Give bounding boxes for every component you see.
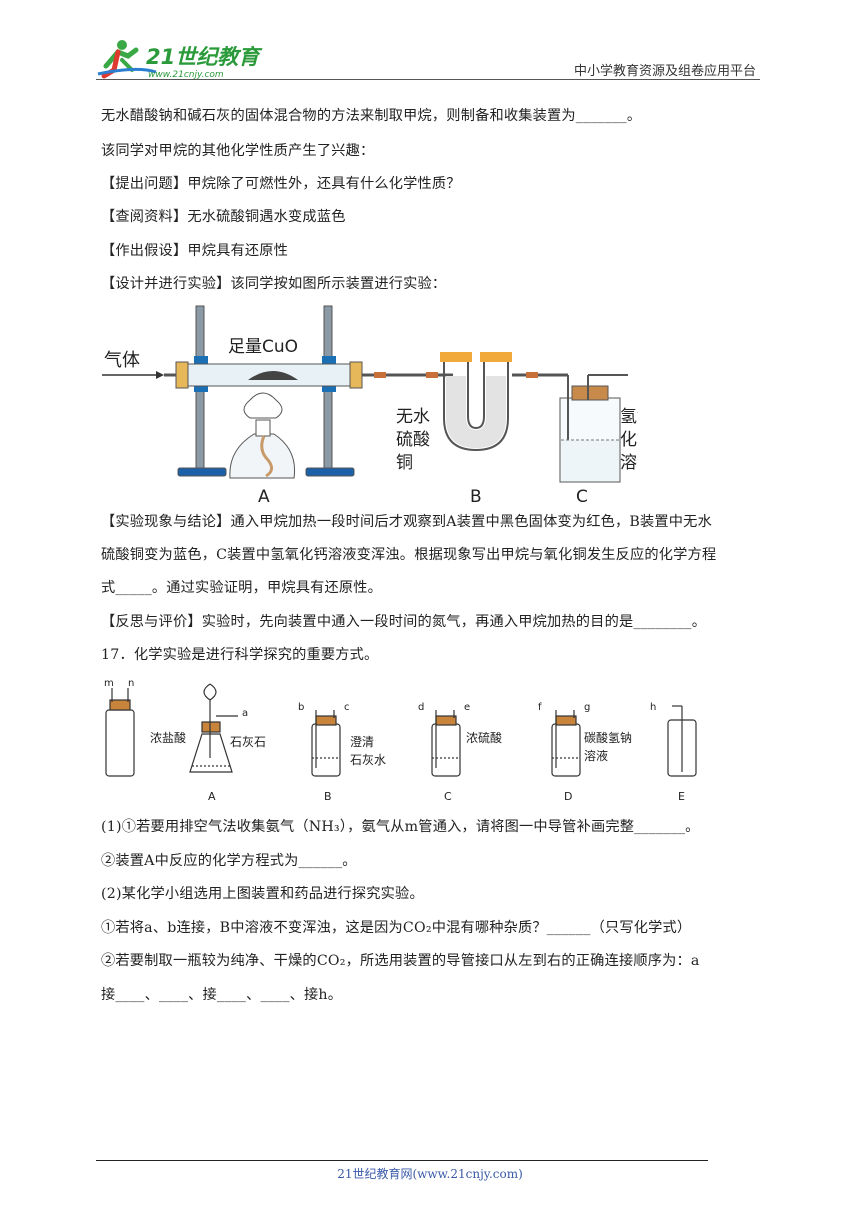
paragraph: 【提出问题】甲烷除了可燃性外，还具有什么化学性质？ — [101, 176, 461, 192]
nahco3-label: 碳酸氢钠 — [584, 730, 632, 745]
cuso4-label: 无水 — [396, 407, 430, 427]
gas-label: 气体 — [104, 350, 140, 371]
acid-label: 浓盐酸 — [150, 730, 186, 745]
gas-washing-bottle — [559, 374, 628, 483]
caoh-label: 氢氧 — [620, 407, 638, 427]
footer-divider — [96, 1160, 708, 1161]
svg-text:化钙: 化钙 — [620, 430, 638, 450]
paragraph: ①若将a、b连接，B中溶液不变浑浊，这是因为CO₂中混有哪种杂质？______（… — [101, 920, 692, 936]
svg-text:硫酸: 硫酸 — [396, 430, 430, 450]
fig2-label-a: A — [208, 790, 216, 803]
header-divider — [96, 79, 760, 80]
site-logo: 21世纪教育 www.21cnjy.com — [96, 36, 266, 82]
footer-link[interactable]: 21世纪教育网(www.21cnjy.com) — [337, 1167, 523, 1181]
port-f: f — [538, 702, 542, 713]
stone-label: 石灰石 — [230, 735, 266, 749]
port-d: d — [418, 702, 424, 713]
alcohol-lamp — [229, 392, 296, 479]
port-a: a — [242, 708, 248, 719]
logo-text: 21世纪教育 — [146, 45, 263, 69]
gas-apparatus-set: m n a b c d e f g h 浓盐酸 石灰石 澄清 石灰水 浓硫酸 碳… — [104, 678, 697, 803]
port-h: h — [650, 702, 656, 713]
paragraph: 式_____。通过实验证明，甲烷具有还原性。 — [101, 580, 383, 596]
runner-logo-icon: 21世纪教育 www.21cnjy.com — [97, 40, 263, 80]
methane-reduction-apparatus: 气体 足量CuO 无水 硫酸 铜 氢氧 化钙 溶液 A B C — [102, 305, 638, 507]
port-n: n — [128, 678, 134, 689]
svg-text:铜: 铜 — [396, 453, 413, 473]
paragraph: 【作出假设】甲烷具有还原性 — [101, 243, 289, 259]
paragraph: 硫酸铜变为蓝色，C装置中氢氧化钙溶液变浑浊。根据现象写出甲烷与氧化铜发生反应的化… — [101, 547, 717, 563]
paragraph: 该同学对甲烷的其他化学性质产生了兴趣： — [101, 143, 375, 159]
label-b: B — [470, 487, 482, 507]
header-platform-text: 中小学教育资源及组卷应用平台 — [573, 64, 756, 79]
port-e: e — [464, 702, 470, 713]
paragraph: 【查阅资料】无水硫酸铜遇水变成蓝色 — [101, 209, 346, 225]
paragraph: 【反思与评价】实验时，先向装置中通入一段时间的氮气，再通入甲烷加热的目的是___… — [101, 614, 707, 630]
port-m: m — [104, 678, 114, 689]
cuo-pile — [248, 371, 298, 380]
svg-text:溶液: 溶液 — [620, 453, 638, 473]
h2so4-label: 浓硫酸 — [466, 730, 502, 745]
cuo-label: 足量CuO — [228, 337, 298, 357]
question-17-title: 17．化学实验是进行科学探究的重要方式。 — [101, 647, 379, 663]
port-c: c — [344, 702, 350, 713]
paragraph: 【设计并进行实验】该同学按如图所示装置进行实验： — [101, 276, 447, 292]
paragraph: 【实验现象与结论】通入甲烷加热一段时间后才观察到A装置中黑色固体变为红色，B装置… — [101, 514, 712, 530]
fig2-label-b: B — [324, 790, 332, 803]
port-b: b — [298, 702, 304, 713]
svg-text:石灰水: 石灰水 — [350, 753, 386, 767]
logo-url: www.21cnjy.com — [148, 70, 224, 80]
fig2-label-e: E — [678, 790, 685, 803]
paragraph: ②若要制取一瓶较为纯净、干燥的CO₂，所选用装置的导管接口从左到右的正确连接顺序… — [101, 953, 700, 969]
limewater-label: 澄清 — [350, 734, 374, 749]
u-tube — [440, 352, 512, 452]
fig2-label-c: C — [444, 790, 452, 803]
fig2-label-d: D — [564, 790, 572, 803]
paragraph: ②装置A中反应的化学方程式为______。 — [101, 853, 357, 869]
paragraph: 接____、____、接____、____、接h。 — [101, 987, 343, 1003]
paragraph: (2)某化学小组选用上图装置和药品进行探究实验。 — [101, 886, 424, 902]
label-a: A — [258, 487, 270, 507]
paragraph: (1)①若要用排空气法收集氨气（NH₃），氨气从m管通入，请将图一中导管补画完整… — [101, 819, 700, 835]
paragraph: 无水醋酸钠和碱石灰的固体混合物的方法来制取甲烷，则制备和收集装置为_______… — [101, 108, 642, 124]
svg-text:溶液: 溶液 — [584, 748, 608, 763]
label-c: C — [576, 487, 588, 507]
port-g: g — [584, 702, 590, 713]
